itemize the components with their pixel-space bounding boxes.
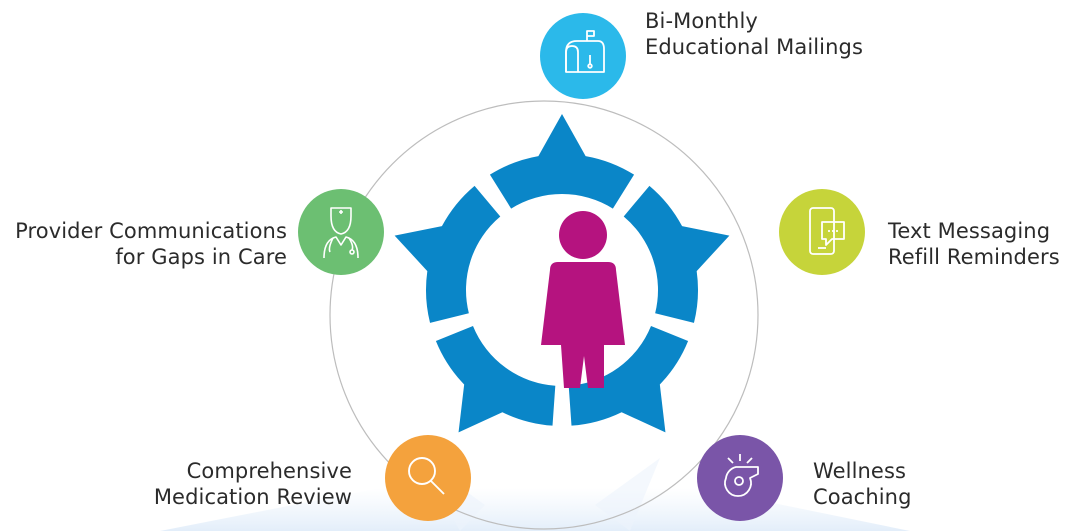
magnifier-icon bbox=[408, 457, 445, 495]
doctor-icon bbox=[323, 207, 359, 259]
label-provider-line2: for Gaps in Care bbox=[115, 245, 287, 269]
segmented-ring bbox=[394, 114, 730, 433]
label-provider-line1: Provider Communications bbox=[15, 219, 287, 243]
label-provider: Provider Communications for Gaps in Care bbox=[15, 218, 287, 270]
label-medication-line1: Comprehensive bbox=[186, 459, 352, 483]
phone-chat-icon bbox=[809, 207, 845, 255]
node-provider-icon bbox=[298, 189, 384, 275]
ring-segment bbox=[394, 185, 501, 323]
label-wellness: Wellness Coaching bbox=[813, 458, 912, 510]
label-medication: Comprehensive Medication Review bbox=[154, 458, 352, 510]
label-text-line1: Text Messaging bbox=[888, 219, 1051, 243]
outer-circle bbox=[329, 100, 759, 530]
label-medication-line2: Medication Review bbox=[153, 485, 352, 509]
ring-segment bbox=[489, 114, 635, 209]
label-wellness-line1: Wellness bbox=[813, 459, 907, 483]
ring-segment bbox=[435, 325, 556, 433]
ring-segment bbox=[623, 185, 730, 323]
mailbox-icon bbox=[565, 30, 605, 73]
label-mailings-line1: Bi-Monthly bbox=[645, 9, 758, 33]
label-mailings: Bi-Monthly Educational Mailings bbox=[645, 8, 863, 60]
node-wellness-icon bbox=[697, 435, 783, 521]
label-wellness-line2: Coaching bbox=[813, 485, 912, 509]
whistle-icon bbox=[724, 454, 759, 497]
node-medication-icon bbox=[385, 435, 471, 521]
ring-segment bbox=[568, 325, 689, 433]
label-text: Text Messaging Refill Reminders bbox=[888, 218, 1060, 270]
node-mailings-icon bbox=[540, 13, 626, 99]
node-text-icon bbox=[779, 189, 865, 275]
person-icon bbox=[541, 211, 625, 388]
label-mailings-line2: Educational Mailings bbox=[645, 35, 863, 59]
label-text-line2: Refill Reminders bbox=[888, 245, 1060, 269]
